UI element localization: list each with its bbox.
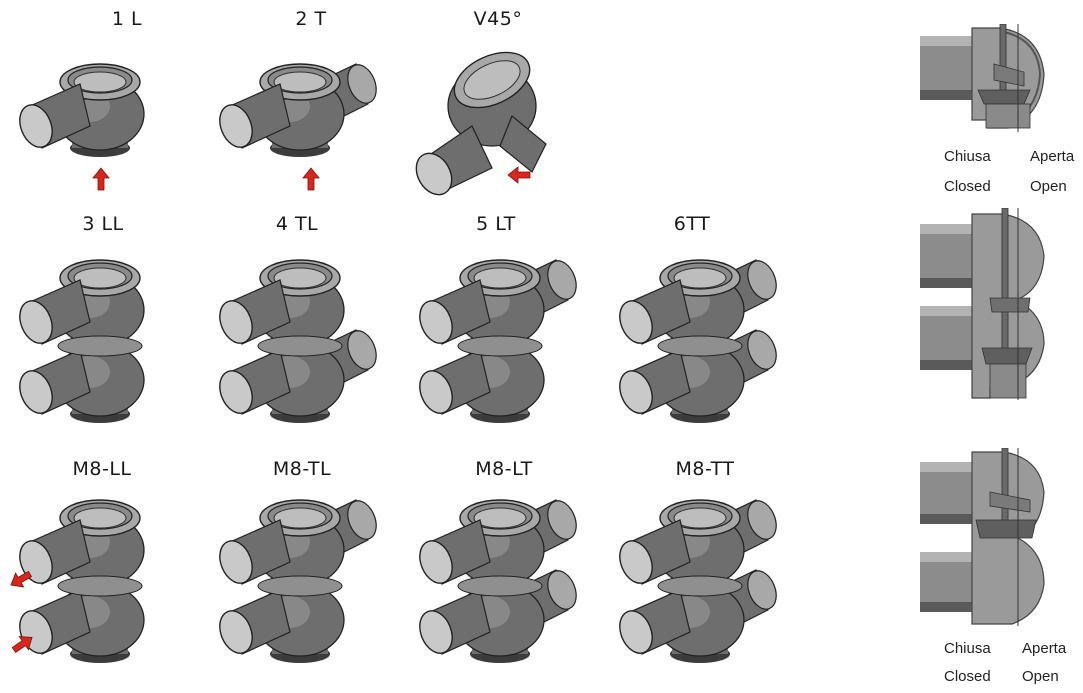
cross-section-middle-double — [920, 208, 1052, 400]
valve-label-5lt: 5 LT — [476, 213, 516, 235]
caption-top-closed-en: Closed — [944, 178, 991, 195]
caption-bottom-closed-en: Closed — [944, 668, 991, 685]
valve-4tl-drawing — [219, 259, 377, 423]
valve-label-m8ll: M8-LL — [72, 458, 132, 480]
valve-label-1l: 1 L — [111, 8, 143, 30]
valve-3ll-drawing — [19, 259, 145, 423]
valve-v45-drawing — [415, 51, 547, 196]
valve-2t-drawing — [219, 63, 377, 157]
cross-section-bottom-mixproof — [920, 448, 1052, 626]
caption-top-open-it: Aperta — [1030, 148, 1075, 165]
valve-m8tt-drawing — [619, 499, 777, 663]
caption-bottom-open-it: Aperta — [1022, 640, 1067, 657]
valve-label-m8lt: M8-LT — [475, 458, 533, 480]
valve-1l-drawing — [19, 63, 145, 157]
cross-section-top-single — [920, 24, 1052, 132]
flow-arrows — [10, 166, 531, 654]
valve-m8tl-drawing — [219, 499, 377, 663]
caption-bottom-open-en: Open — [1022, 668, 1059, 685]
valve-6tt-drawing — [619, 259, 777, 423]
valve-label-v45: V45° — [473, 8, 523, 30]
valve-label-6tt: 6TT — [673, 213, 711, 235]
valve-label-m8tt: M8-TT — [675, 458, 735, 480]
valve-5lt-drawing — [419, 259, 577, 423]
caption-top-closed-it: Chiusa — [944, 148, 991, 165]
valve-m8ll-drawing — [19, 499, 145, 663]
valve-label-4tl: 4 TL — [275, 213, 319, 235]
valve-label-2t: 2 T — [295, 8, 327, 30]
valve-m8lt-drawing — [419, 499, 577, 663]
valve-label-3ll: 3 LL — [82, 213, 124, 235]
caption-bottom-closed-it: Chiusa — [944, 640, 991, 657]
caption-top-open-en: Open — [1030, 178, 1067, 195]
valve-label-m8tl: M8-TL — [272, 458, 332, 480]
